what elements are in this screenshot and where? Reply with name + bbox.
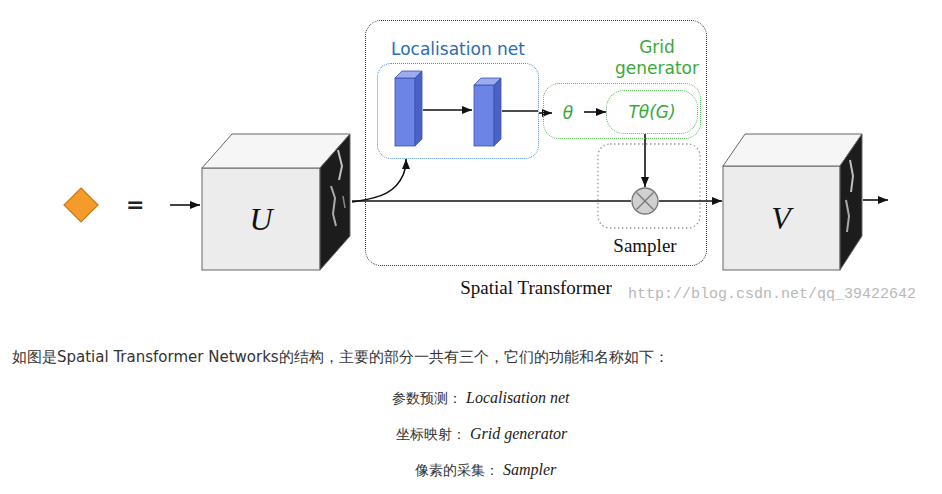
item-term: Localisation net [466, 388, 570, 408]
network-group-text: Localisation net [391, 40, 525, 60]
connector-arrow [539, 112, 552, 114]
operator-cross [637, 193, 654, 210]
image-stroke [331, 186, 336, 226]
operator-circle [632, 188, 658, 214]
cube-front-face [723, 166, 840, 270]
connector-arrow [352, 200, 631, 202]
module-frame-text: Spatial Transformer [460, 277, 611, 299]
watermark: http://blog.csdn.net/qq_39422642 [628, 285, 916, 305]
layer-bar [395, 78, 415, 146]
description-text: 如图是Spatial Transformer Networks的结构，主要的部分… [12, 347, 669, 367]
operator-symbol [631, 187, 659, 215]
item-name: 参数预测： [392, 388, 462, 408]
cube-image-face [320, 134, 350, 270]
equals-sign: = [126, 193, 144, 217]
image-stroke [338, 150, 342, 180]
layer-bar-side [494, 78, 501, 146]
input-feature-cube-text: U [249, 201, 272, 238]
sampler-operator-text: Sampler [613, 235, 676, 257]
sampler-operator: Sampler [631, 187, 659, 215]
layer-bar-side [415, 71, 422, 146]
sampler-region [598, 144, 700, 228]
connector-arrow [659, 200, 722, 202]
generator-group: θTθ(G)Grid generator [543, 83, 701, 139]
transform-box-text: Tθ(G) [628, 102, 675, 122]
item-term: Sampler [503, 460, 556, 480]
output-feature-cube-text: V [771, 200, 791, 237]
input-arrow [170, 204, 200, 206]
cube-top-face [723, 134, 862, 166]
output-arrow [863, 199, 888, 201]
transform-box: Tθ(G) [606, 90, 698, 134]
layer-bar [474, 85, 494, 146]
module-frame: Localisation net θ Tθ(G) Grid generatorSamp… [365, 20, 707, 266]
item-name: 像素的采集： [415, 460, 499, 480]
generator-group-text: Grid generator [607, 37, 707, 78]
input-feature-cube: U [200, 132, 352, 272]
connector-arrow [352, 159, 406, 202]
connector-arrow [584, 111, 606, 113]
parameter-symbol: θ [552, 94, 584, 132]
input-diamond [64, 188, 98, 222]
connector-arrow [644, 134, 646, 187]
image-stroke [850, 160, 853, 192]
item-name: 坐标映射： [396, 424, 466, 444]
image-stroke [846, 200, 849, 232]
parameter-symbol-text: θ [563, 103, 573, 123]
cube-front-face [202, 168, 320, 270]
item-term: Grid generator [470, 424, 567, 444]
layer-wire [502, 110, 538, 112]
cube-image-face [840, 134, 862, 270]
network-group: Localisation net [377, 63, 539, 159]
output-feature-cube: V [722, 133, 862, 271]
image-stroke [343, 196, 345, 208]
layer-arrow [423, 109, 472, 111]
operator-cross [637, 193, 654, 210]
